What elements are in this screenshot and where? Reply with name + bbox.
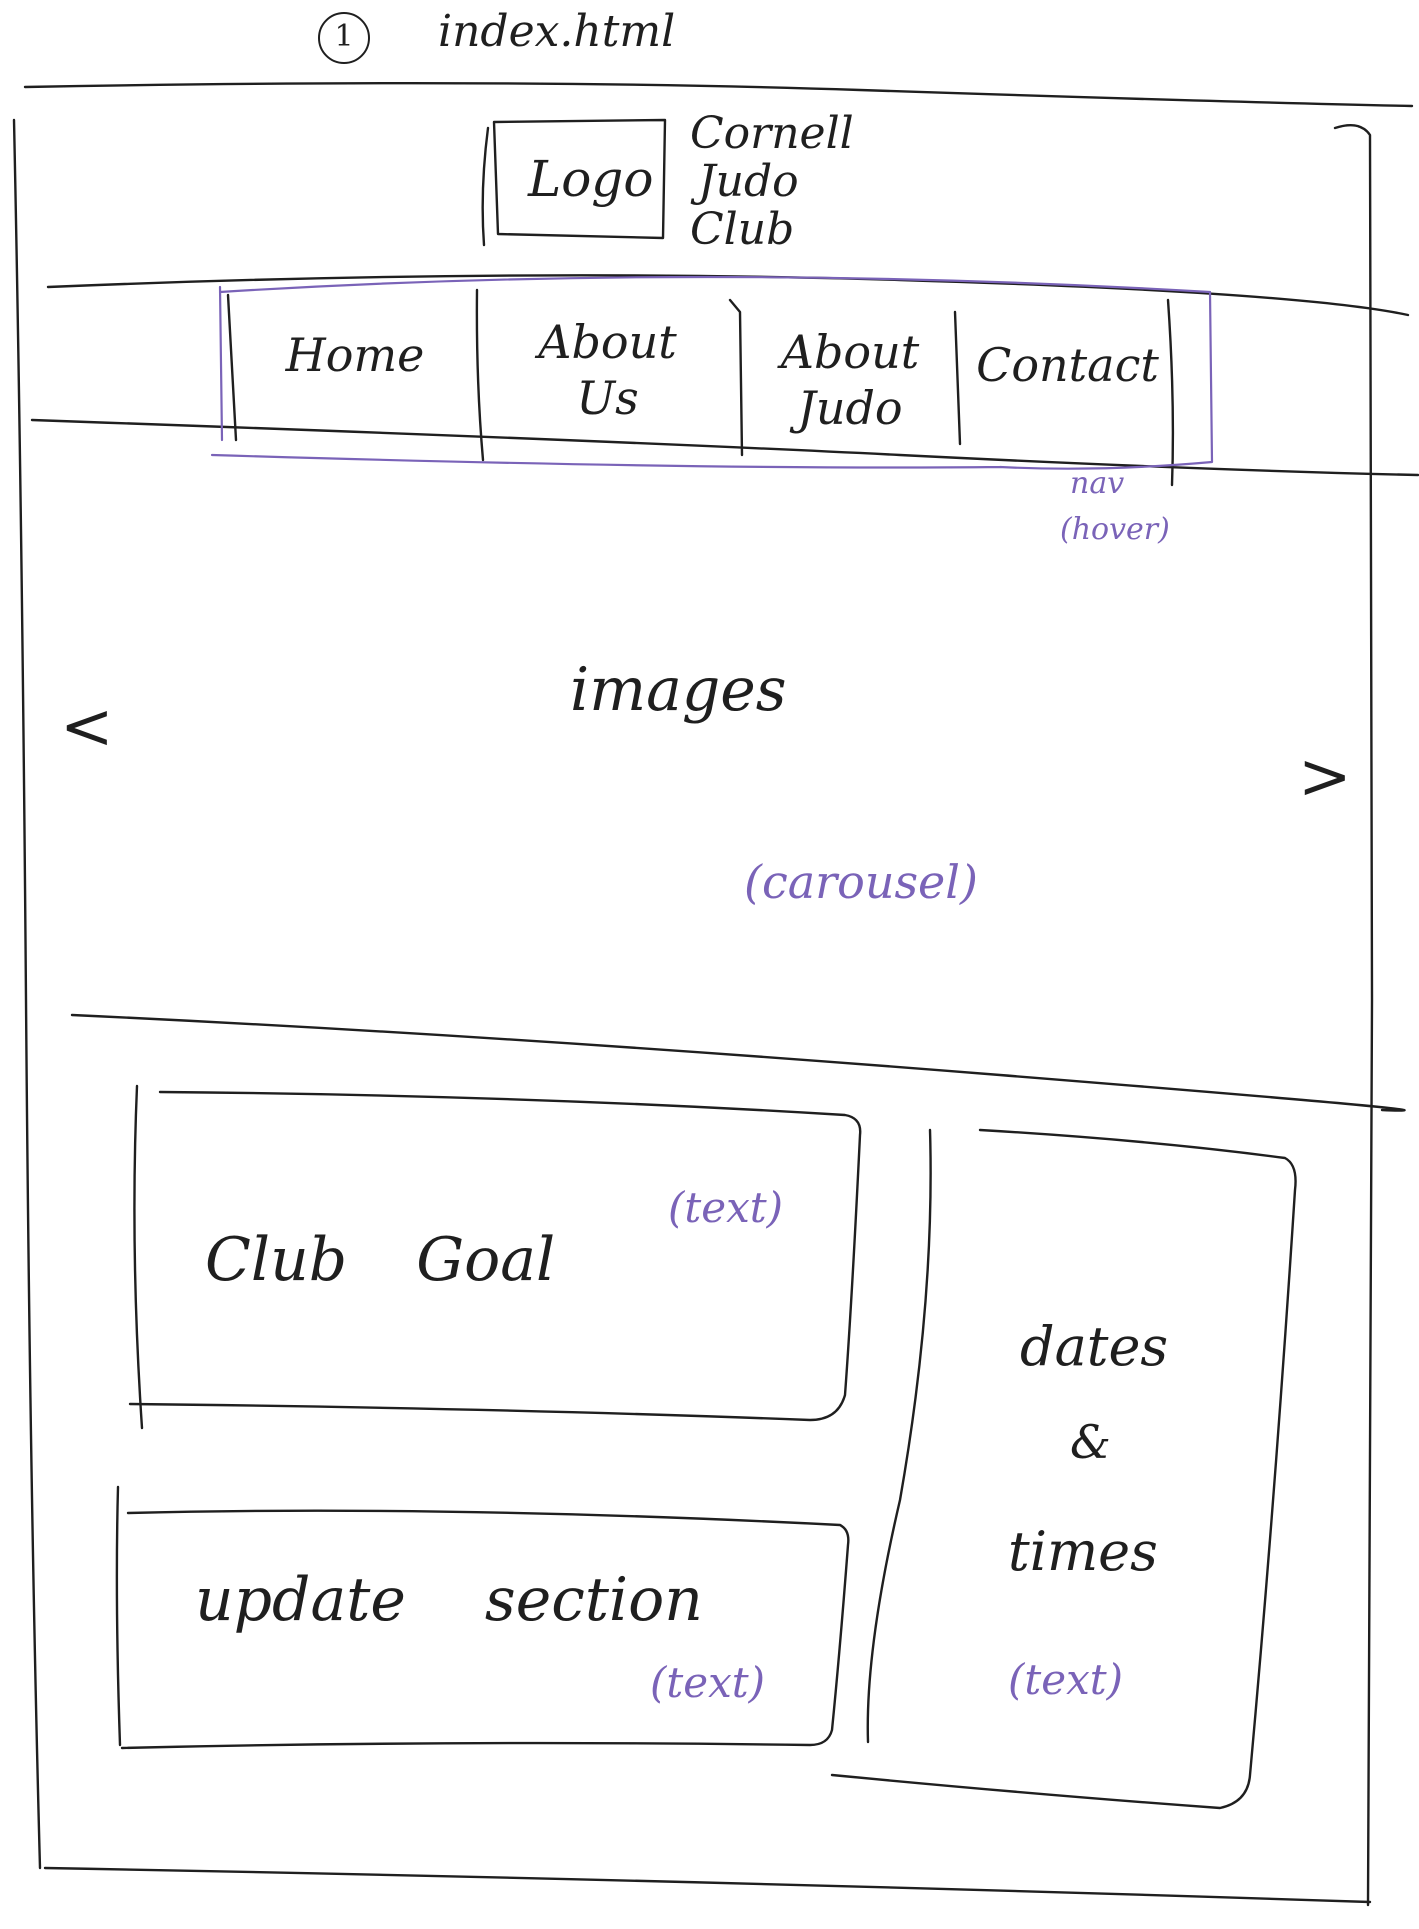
nav-item-contact[interactable]: Contact xyxy=(960,300,1175,430)
nav-separator-2 xyxy=(728,298,744,457)
dates-times-annotation: (text) xyxy=(1008,1655,1124,1704)
page-bottom-edge xyxy=(43,1866,1372,1904)
page-number-badge: 1 xyxy=(318,12,370,64)
carousel-next-chevron-icon[interactable]: > xyxy=(1298,740,1352,814)
dates-times-line-3: times xyxy=(1008,1520,1158,1583)
carousel-divider xyxy=(70,1013,1406,1112)
nav-annotation: nav xyxy=(1070,466,1125,501)
logo-box-left xyxy=(481,126,490,247)
page-filename: index.html xyxy=(438,6,676,57)
dates-box-left xyxy=(866,1128,932,1744)
update-box-left xyxy=(115,1485,122,1747)
nav-divider xyxy=(30,418,1419,477)
nav-item-label: Us xyxy=(576,371,639,425)
page-left-edge xyxy=(12,118,42,1870)
goal-box xyxy=(128,1090,862,1422)
nav-item-home[interactable]: Home xyxy=(235,290,475,420)
club-goal-title: Club Goal xyxy=(205,1225,556,1295)
nav-separator-0 xyxy=(226,293,238,442)
nav-item-label: Judo xyxy=(797,381,903,435)
dates-times-line-2: & xyxy=(1070,1415,1111,1469)
nav-separator-3 xyxy=(953,310,962,446)
club-name-line-2: Judo xyxy=(698,156,799,207)
nav-hover-box xyxy=(210,275,1214,470)
goal-box-left xyxy=(133,1084,144,1430)
nav-item-label: Home xyxy=(285,328,425,382)
page-right-edge xyxy=(1333,124,1374,1907)
carousel-images-label: images xyxy=(570,655,787,725)
nav-item-label: About xyxy=(780,325,920,379)
update-box xyxy=(120,1509,850,1750)
update-section-title: update section xyxy=(195,1565,703,1635)
club-name-line-1: Cornell xyxy=(690,108,854,159)
logo-box xyxy=(492,118,667,240)
page-top-line xyxy=(23,81,1414,108)
club-name-line-3: Club xyxy=(690,204,795,255)
nav-separator-1 xyxy=(475,288,485,462)
carousel-annotation: (carousel) xyxy=(744,855,978,909)
dates-box xyxy=(830,1128,1297,1810)
nav-item-label: About xyxy=(538,315,677,369)
nav-item-label: Contact xyxy=(976,338,1159,392)
carousel-prev-chevron-icon[interactable]: < xyxy=(60,690,114,764)
nav-annotation-hover: (hover) xyxy=(1060,512,1170,547)
nav-item-about-judo[interactable]: About Judo xyxy=(745,300,955,460)
club-goal-annotation: (text) xyxy=(668,1183,784,1232)
logo-placeholder[interactable]: Logo xyxy=(528,150,654,208)
nav-item-about-us[interactable]: About Us xyxy=(480,290,735,450)
update-section-annotation: (text) xyxy=(650,1658,766,1707)
dates-times-line-1: dates xyxy=(1020,1315,1169,1378)
